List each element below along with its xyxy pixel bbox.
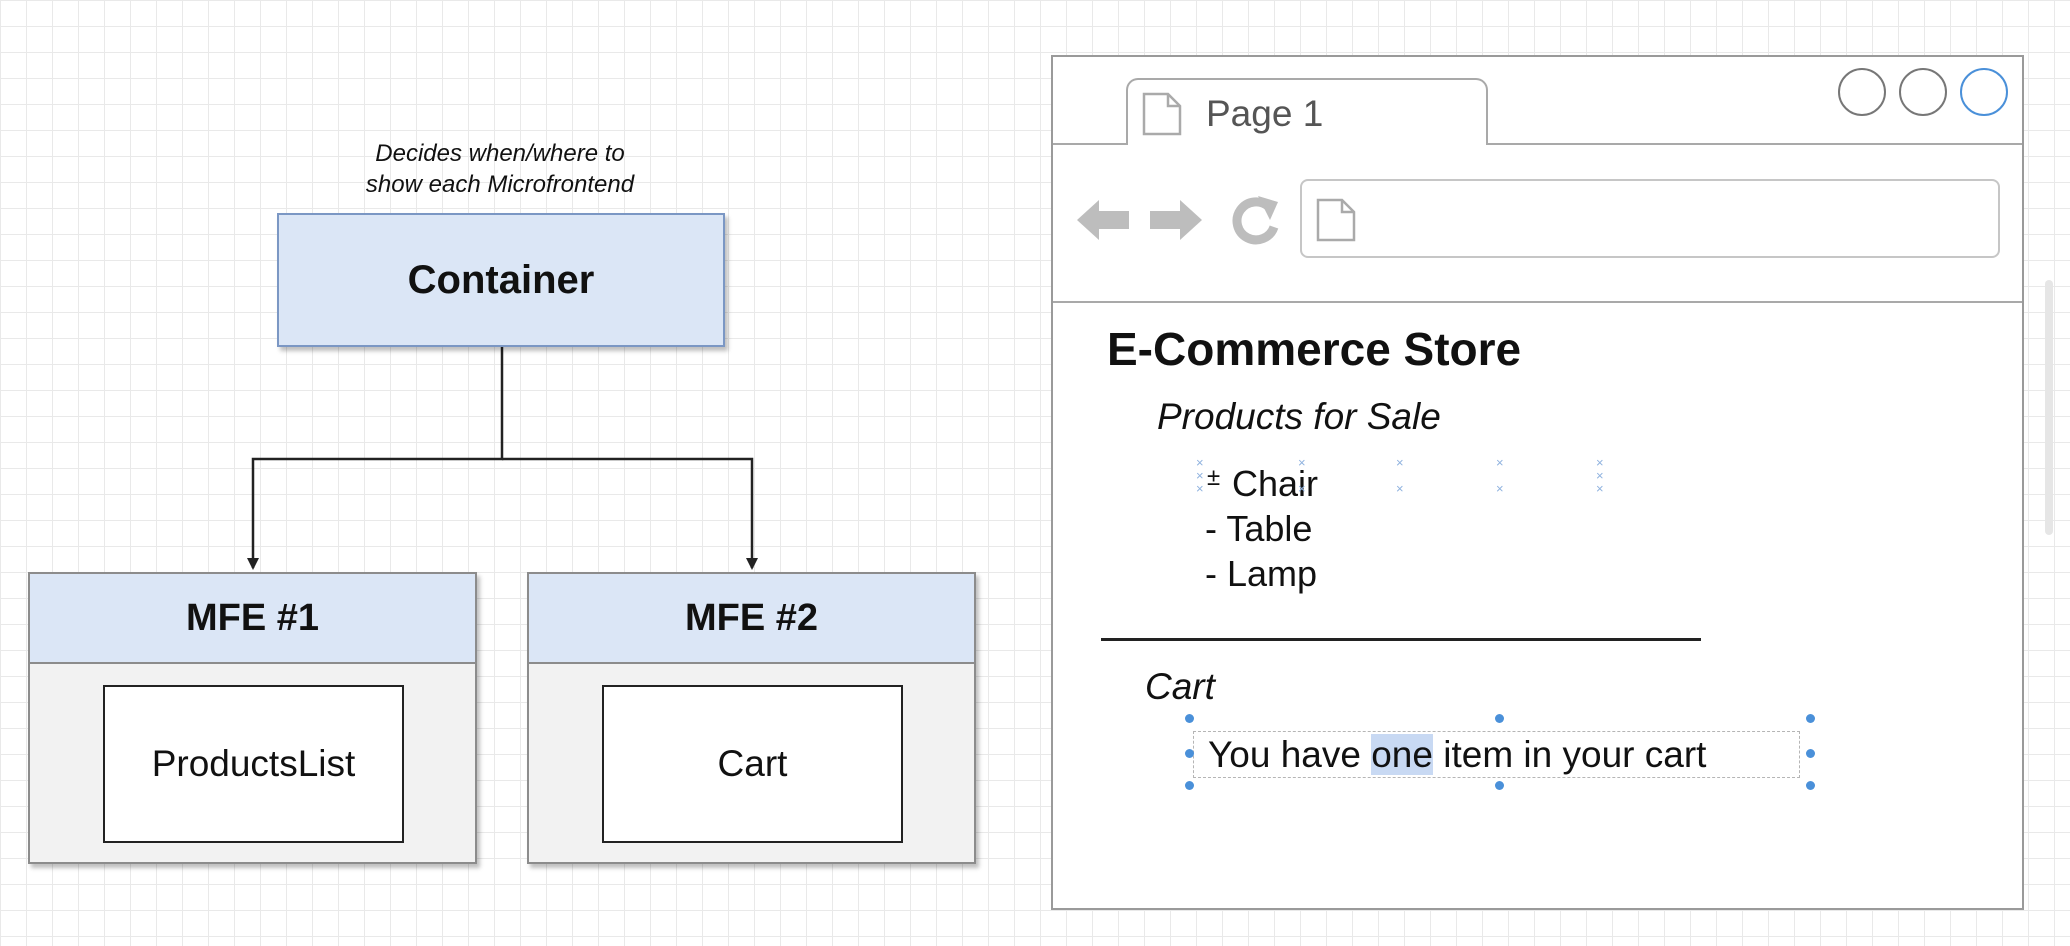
back-arrow-icon[interactable] — [1075, 196, 1131, 244]
mfe-1-title: MFE #1 — [30, 574, 475, 664]
connector-to-mfe2 — [502, 457, 758, 570]
scrollbar[interactable] — [2045, 280, 2053, 535]
connector-to-mfe1 — [247, 347, 504, 570]
container-note: Decides when/where to show each Microfro… — [300, 138, 700, 200]
guide-mark: ×× — [1298, 455, 1306, 496]
note-line-1: Decides when/where to — [375, 140, 625, 167]
selection-handle[interactable] — [1806, 781, 1815, 790]
browser-tab[interactable] — [1126, 78, 1488, 145]
cart-message-before: You have — [1208, 734, 1372, 775]
section-divider — [1101, 638, 1701, 641]
window-button-3[interactable] — [1960, 68, 2008, 116]
container-box[interactable]: Container — [277, 213, 725, 347]
address-bar[interactable] — [1300, 179, 2000, 258]
selection-handle[interactable] — [1185, 714, 1194, 723]
plus-minus-icon: ± — [1207, 464, 1221, 491]
guide-mark: ×× — [1496, 455, 1504, 496]
product-item: Chair — [1232, 463, 1319, 504]
tab-bar-line — [1053, 143, 2022, 145]
selection-handle[interactable] — [1185, 749, 1194, 758]
products-heading: Products for Sale — [1157, 396, 1441, 437]
reload-icon[interactable] — [1228, 194, 1282, 248]
page-icon — [1316, 198, 1356, 242]
cart-message-highlight: one — [1371, 734, 1433, 775]
product-item: - Table — [1205, 508, 1313, 549]
selection-handle[interactable] — [1806, 749, 1815, 758]
selection-handle[interactable] — [1806, 714, 1815, 723]
store-title: E-Commerce Store — [1107, 323, 1522, 375]
product-item: - Lamp — [1205, 553, 1318, 594]
tab-label: Page 1 — [1206, 93, 1324, 134]
window-button-2[interactable] — [1899, 68, 1947, 116]
products-list-box[interactable]: ProductsList — [103, 685, 404, 843]
cart-message-after: item in your cart — [1432, 734, 1707, 775]
selection-handle[interactable] — [1495, 781, 1504, 790]
guide-mark: ××× — [1596, 455, 1604, 496]
guide-mark: ×× — [1396, 455, 1404, 496]
guide-mark: ××× — [1196, 455, 1204, 496]
toolbar-line — [1053, 301, 2022, 303]
window-button-1[interactable] — [1838, 68, 1886, 116]
cart-box[interactable]: Cart — [602, 685, 903, 843]
mfe-2-title: MFE #2 — [529, 574, 974, 664]
note-line-2: show each Microfrontend — [365, 171, 635, 198]
selection-handle[interactable] — [1185, 781, 1194, 790]
selection-handle[interactable] — [1495, 714, 1504, 723]
tab-page-icon — [1142, 92, 1182, 136]
forward-arrow-icon[interactable] — [1148, 196, 1204, 244]
cart-heading: Cart — [1145, 666, 1215, 707]
mfe-1-box[interactable]: MFE #1 ProductsList — [28, 572, 477, 864]
cart-message[interactable]: You have one item in your cart — [1193, 731, 1800, 778]
mfe-2-box[interactable]: MFE #2 Cart — [527, 572, 976, 864]
